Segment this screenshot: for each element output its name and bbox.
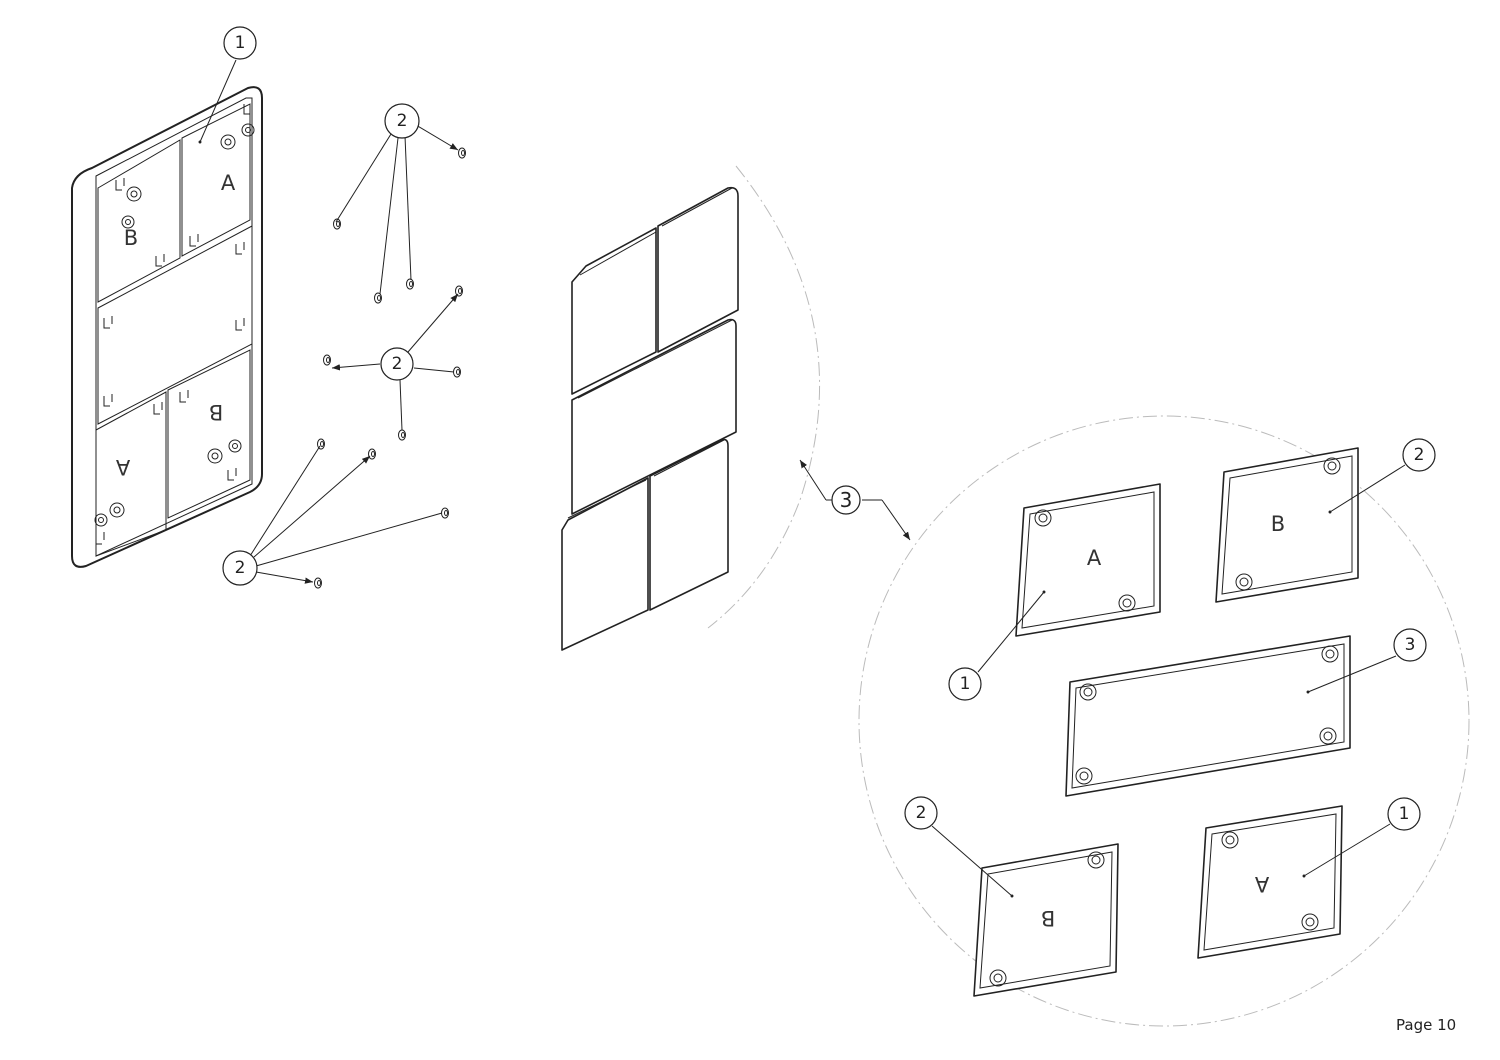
screw bbox=[398, 429, 406, 441]
detail-circle bbox=[858, 415, 1470, 1027]
cover-panel-assembly bbox=[561, 186, 739, 651]
detail-balloon-1-left: 1 bbox=[948, 590, 1046, 701]
tile-letter: A bbox=[1254, 872, 1269, 896]
tile-b-top: B bbox=[1215, 447, 1359, 603]
mounting-plate: B A A B bbox=[71, 86, 263, 568]
detail-balloon-2-bottom: 2 bbox=[904, 796, 1014, 898]
plate-letter-a-bottom: A bbox=[115, 455, 130, 479]
tile-a-top: A bbox=[1015, 483, 1161, 637]
plate-letter-a-top: A bbox=[221, 171, 236, 195]
detail-balloon-2-top: 2 bbox=[1328, 438, 1436, 514]
plate-letter-b-top: B bbox=[124, 226, 138, 250]
screw bbox=[317, 438, 325, 450]
screw bbox=[455, 285, 463, 297]
tile-b-bottom: B bbox=[973, 843, 1119, 997]
svg-text:1: 1 bbox=[235, 33, 246, 53]
screw bbox=[333, 218, 341, 230]
tile-letter: B bbox=[1271, 512, 1285, 536]
svg-text:3: 3 bbox=[840, 488, 853, 512]
svg-text:2: 2 bbox=[235, 558, 246, 578]
detail-balloon-3: 3 bbox=[1306, 628, 1427, 694]
detail-balloon-1-bottom: 1 bbox=[1302, 797, 1421, 878]
svg-text:1: 1 bbox=[1399, 804, 1410, 824]
page-number: Page 10 bbox=[1396, 1016, 1457, 1034]
tile-long bbox=[1065, 635, 1351, 797]
screw bbox=[458, 147, 466, 159]
tile-letter: A bbox=[1087, 546, 1102, 570]
balloon-plate: 1 bbox=[198, 26, 257, 144]
screw bbox=[453, 366, 461, 378]
screw bbox=[441, 507, 449, 519]
svg-text:1: 1 bbox=[960, 674, 971, 694]
plate-letter-b-bottom: B bbox=[209, 400, 223, 424]
tile-letter: B bbox=[1041, 906, 1055, 930]
balloon-screws-bottom: 2 bbox=[222, 445, 443, 586]
screw bbox=[374, 292, 382, 304]
svg-text:3: 3 bbox=[1405, 635, 1416, 655]
balloon-screws-top: 2 bbox=[335, 103, 459, 295]
svg-text:2: 2 bbox=[916, 803, 927, 823]
detail-arc bbox=[707, 165, 820, 629]
screw bbox=[406, 278, 414, 290]
svg-text:2: 2 bbox=[1414, 445, 1425, 465]
tile-a-bottom: A bbox=[1197, 805, 1343, 959]
screw bbox=[323, 354, 331, 366]
screw bbox=[368, 448, 376, 460]
svg-text:2: 2 bbox=[397, 111, 408, 131]
screw bbox=[314, 577, 322, 589]
balloon-detail: 3 bbox=[799, 459, 911, 541]
svg-text:2: 2 bbox=[392, 354, 403, 374]
balloon-screws-middle: 2 bbox=[331, 293, 459, 431]
